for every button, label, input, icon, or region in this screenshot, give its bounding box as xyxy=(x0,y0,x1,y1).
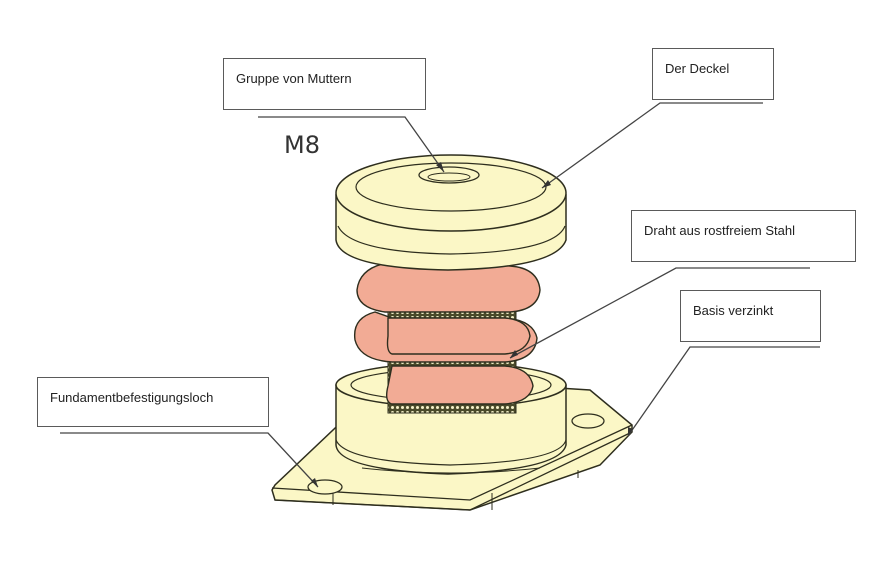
thread-size-label: M8 xyxy=(284,131,320,159)
leader-cover xyxy=(541,102,763,189)
leader-arrowheads xyxy=(311,162,633,487)
label-nut-group: Gruppe von Muttern xyxy=(223,58,426,110)
top-cap xyxy=(335,154,567,271)
leader-lines xyxy=(60,102,820,488)
foundation-hole-right xyxy=(571,413,605,429)
leader-foundation-hole xyxy=(60,432,319,488)
spring-coils xyxy=(353,261,541,405)
label-base: Basis verzinkt xyxy=(680,290,821,342)
label-wire: Draht aus rostfreiem Stahl xyxy=(631,210,856,262)
leader-base xyxy=(627,346,820,437)
label-foundation-hole: Fundamentbefestigungsloch xyxy=(37,377,269,427)
label-cover: Der Deckel xyxy=(652,48,774,100)
leader-nut-group xyxy=(258,116,445,173)
leader-wire xyxy=(509,267,810,359)
